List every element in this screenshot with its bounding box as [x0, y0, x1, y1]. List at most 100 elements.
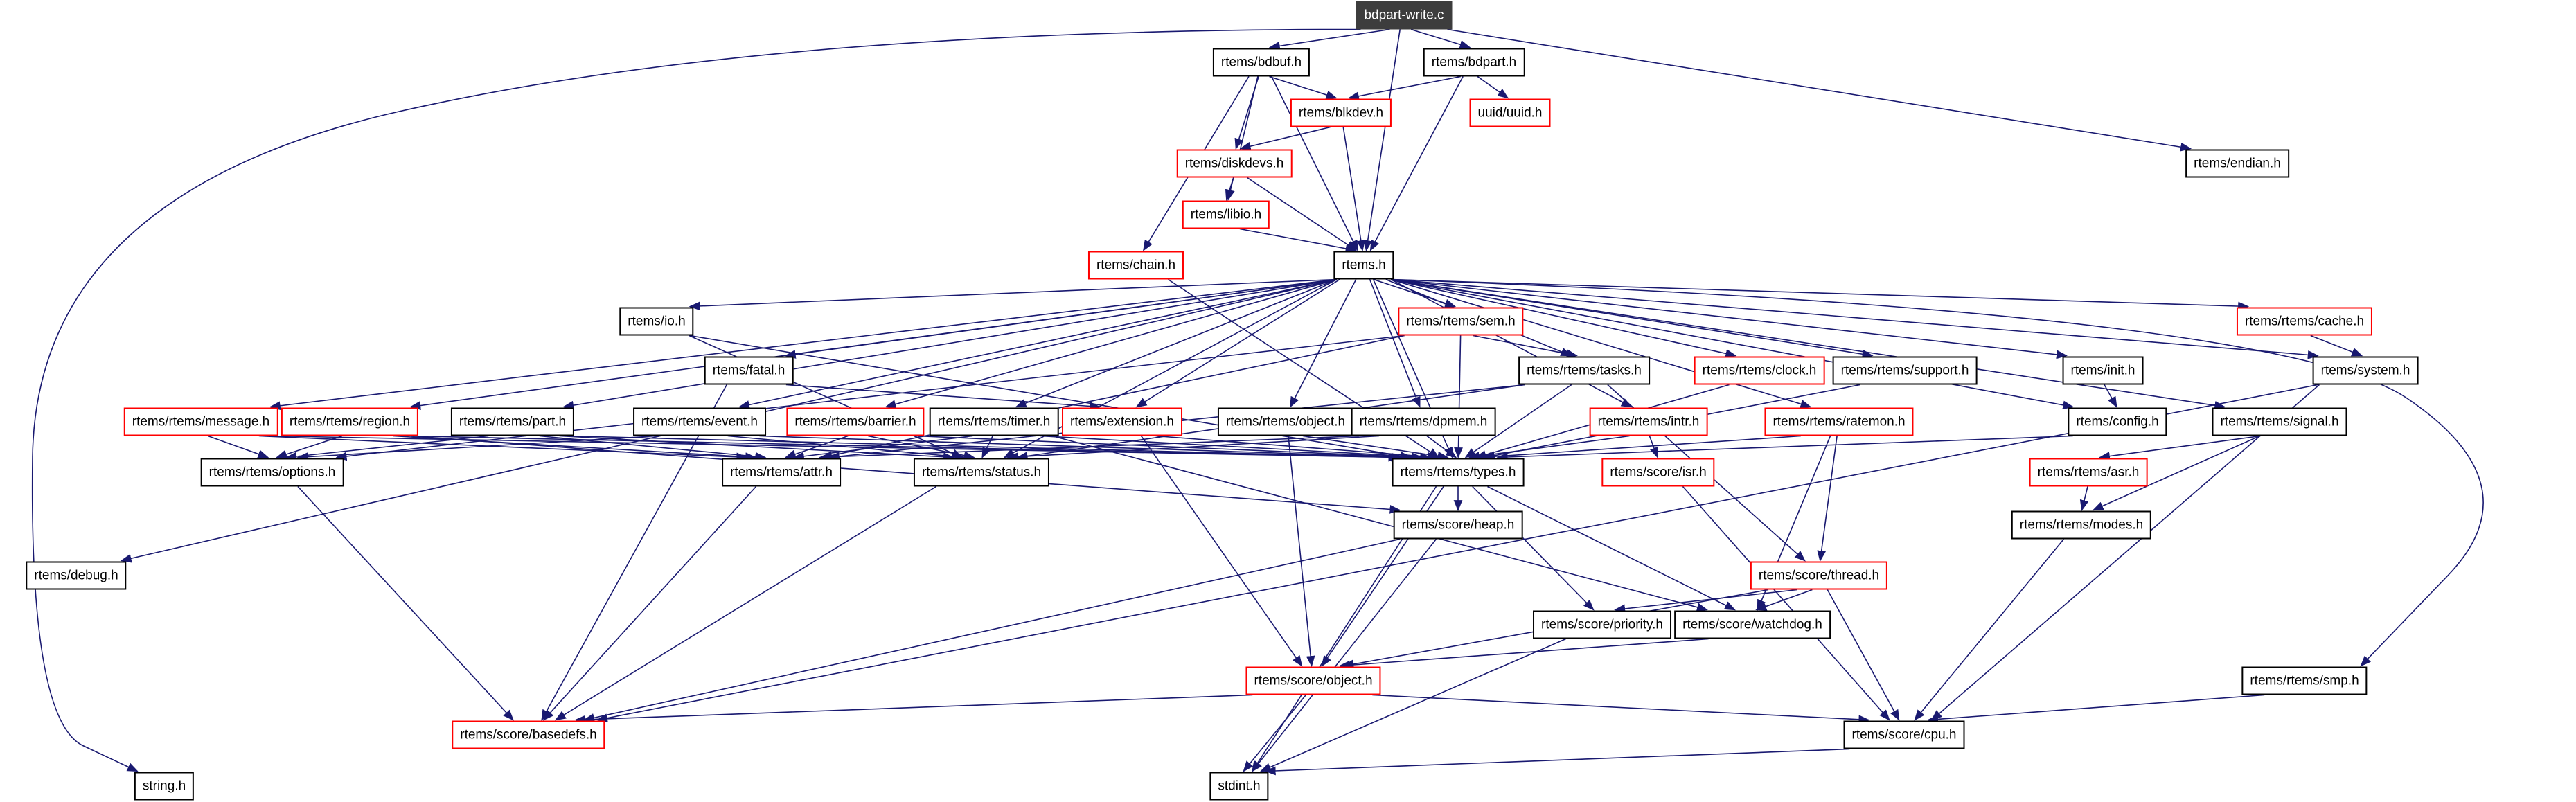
- graph-node-string[interactable]: string.h: [134, 772, 195, 801]
- graph-node-fatal[interactable]: rtems/fatal.h: [704, 356, 794, 385]
- graph-node-io[interactable]: rtems/io.h: [619, 307, 694, 336]
- edge-tasks-types: [1464, 384, 1572, 458]
- graph-node-basedefs[interactable]: rtems/score/basedefs.h: [452, 720, 605, 749]
- edge-thread-priority: [1614, 589, 1797, 614]
- graph-node-attr[interactable]: rtems/rtems/attr.h: [722, 458, 841, 487]
- edge-sem-attr: [821, 335, 1405, 460]
- graph-node-uuid[interactable]: uuid/uuid.h: [1469, 98, 1551, 127]
- edge-rtems-timer: [1015, 278, 1338, 408]
- graph-node-rtems[interactable]: rtems.h: [1333, 251, 1394, 280]
- edge-root-bdpart: [1410, 28, 1471, 49]
- graph-node-part[interactable]: rtems/rtems/part.h: [450, 407, 575, 436]
- graph-node-libio[interactable]: rtems/libio.h: [1182, 200, 1270, 229]
- edge-sobject-cpu: [1372, 694, 1870, 724]
- graph-node-types[interactable]: rtems/rtems/types.h: [1392, 458, 1525, 487]
- edge-bdbuf-rtems: [1271, 76, 1358, 251]
- graph-node-cache[interactable]: rtems/rtems/cache.h: [2236, 307, 2373, 336]
- graph-node-extension[interactable]: rtems/extension.h: [1062, 407, 1182, 436]
- graph-node-sem[interactable]: rtems/rtems/sem.h: [1398, 307, 1524, 336]
- edge-thread-cpu: [1827, 589, 1900, 721]
- graph-node-ratemon[interactable]: rtems/rtems/ratemon.h: [1764, 407, 1914, 436]
- graph-node-priority[interactable]: rtems/score/priority.h: [1533, 610, 1671, 639]
- edge-libio-rtems: [1239, 228, 1357, 253]
- edge-intr-types: [1468, 435, 1630, 461]
- graph-node-cpu[interactable]: rtems/score/cpu.h: [1843, 720, 1965, 749]
- graph-node-support[interactable]: rtems/rtems/support.h: [1832, 356, 1978, 385]
- edge-dpmem-types: [1426, 435, 1457, 458]
- edge-signal-asr: [2098, 435, 2261, 461]
- edge-dpmem-status: [1006, 435, 1380, 462]
- edge-priority-stdint: [1259, 638, 1566, 772]
- graph-node-stdint[interactable]: stdint.h: [1209, 772, 1269, 801]
- graph-node-timer[interactable]: rtems/rtems/timer.h: [929, 407, 1059, 436]
- edge-bdpart-blkdev: [1347, 75, 1461, 101]
- edge-heap-basedefs: [583, 538, 1401, 722]
- edge-rtems-event: [738, 278, 1338, 409]
- graph-node-modes[interactable]: rtems/rtems/modes.h: [2011, 510, 2152, 540]
- graph-node-thread[interactable]: rtems/score/thread.h: [1750, 561, 1888, 590]
- graph-node-message[interactable]: rtems/rtems/message.h: [123, 407, 278, 436]
- graph-node-watchdog[interactable]: rtems/score/watchdog.h: [1674, 610, 1831, 639]
- graph-node-diskdevs[interactable]: rtems/diskdevs.h: [1176, 149, 1293, 178]
- edge-sem-tasks: [1473, 335, 1578, 359]
- edge-diskdevs-rtems: [1247, 177, 1358, 251]
- edge-rtems-region: [409, 278, 1337, 410]
- edge-event-options: [296, 435, 657, 462]
- edge-rtems-robject: [1290, 279, 1357, 408]
- graph-node-region[interactable]: rtems/rtems/region.h: [281, 407, 419, 436]
- graph-node-system[interactable]: rtems/system.h: [2312, 356, 2419, 385]
- graph-node-debug[interactable]: rtems/debug.h: [26, 561, 127, 590]
- edge-rtems-cache: [1391, 278, 2250, 311]
- graph-node-chain[interactable]: rtems/chain.h: [1087, 251, 1184, 280]
- graph-node-status[interactable]: rtems/rtems/status.h: [913, 458, 1050, 487]
- graph-node-endian[interactable]: rtems/endian.h: [2185, 149, 2289, 178]
- graph-node-sobject[interactable]: rtems/score/object.h: [1245, 666, 1381, 695]
- graph-node-tasks[interactable]: rtems/rtems/tasks.h: [1518, 356, 1650, 385]
- graph-node-bdpart[interactable]: rtems/bdpart.h: [1423, 48, 1525, 77]
- graph-node-config[interactable]: rtems/config.h: [2068, 407, 2167, 436]
- edge-rtems-status: [1003, 278, 1338, 458]
- edge-io-types: [690, 335, 1412, 461]
- edge-types-watchdog: [1487, 485, 1736, 611]
- edge-message-attr: [258, 435, 748, 462]
- graph-node-heap[interactable]: rtems/score/heap.h: [1393, 510, 1523, 540]
- edge-rtems-io: [689, 278, 1337, 311]
- edge-config-types: [1496, 435, 2073, 462]
- edge-cache-system: [2310, 335, 2363, 357]
- graph-node-init[interactable]: rtems/init.h: [2062, 356, 2144, 385]
- graph-node-isr[interactable]: rtems/score/isr.h: [1601, 458, 1715, 487]
- graph-node-asr[interactable]: rtems/rtems/asr.h: [2029, 458, 2148, 487]
- edge-thread-watchdog: [1755, 589, 1813, 611]
- edge-message-options: [208, 435, 269, 458]
- edge-heap-stdint: [1251, 539, 1437, 772]
- edge-fatal-basedefs: [541, 384, 727, 721]
- edge-rtems-config: [1391, 278, 2075, 410]
- edge-rtems-dpmem: [1369, 279, 1421, 408]
- edge-robject-sobject: [1288, 436, 1315, 668]
- graph-node-smp[interactable]: rtems/rtems/smp.h: [2241, 666, 2368, 695]
- edge-rtems-smp: [1391, 278, 2484, 667]
- edge-system-cpu: [1930, 384, 2320, 721]
- edge-timer-status: [981, 436, 993, 458]
- edge-extension-types: [1155, 435, 1439, 461]
- graph-node-bdbuf[interactable]: rtems/bdbuf.h: [1212, 48, 1311, 77]
- edge-root-endian: [1447, 28, 2192, 152]
- graph-node-blkdev[interactable]: rtems/blkdev.h: [1290, 98, 1392, 127]
- graph-node-clock[interactable]: rtems/rtems/clock.h: [1694, 356, 1825, 385]
- edge-bdpart-uuid: [1477, 75, 1509, 99]
- graph-node-options[interactable]: rtems/rtems/options.h: [200, 458, 344, 487]
- graph-node-event[interactable]: rtems/rtems/event.h: [633, 407, 766, 436]
- graph-node-barrier[interactable]: rtems/rtems/barrier.h: [786, 407, 925, 436]
- edge-cpu-stdint: [1264, 748, 1850, 776]
- graph-node-robject[interactable]: rtems/rtems/object.h: [1217, 407, 1354, 436]
- edge-asr-modes: [2079, 486, 2089, 512]
- graph-node-dpmem[interactable]: rtems/rtems/dpmem.h: [1351, 407, 1496, 436]
- graph-node-intr[interactable]: rtems/rtems/intr.h: [1589, 407, 1708, 436]
- edge-root-string: [31, 28, 1361, 772]
- edge-part-options: [285, 435, 489, 461]
- edge-bdpart-rtems: [1369, 76, 1464, 251]
- edge-system-basedefs: [596, 384, 2318, 723]
- graph-node-signal[interactable]: rtems/rtems/signal.h: [2212, 407, 2347, 436]
